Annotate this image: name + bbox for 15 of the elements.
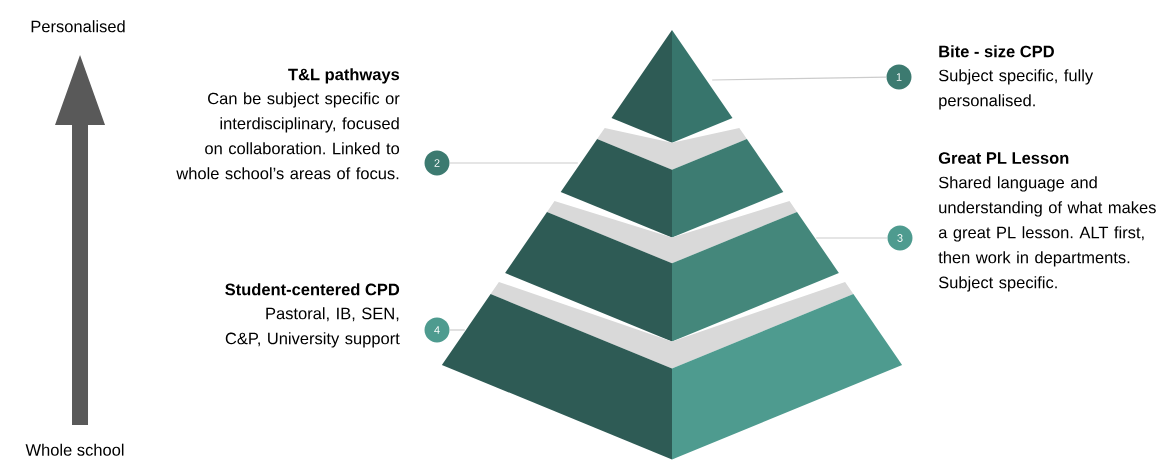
axis-label: Whole school	[25, 443, 124, 456]
pyramid-tier	[560, 128, 784, 238]
item-heading: Great PL Lesson	[938, 152, 1069, 164]
item-heading: Student-centered CPD	[225, 283, 400, 296]
item-heading: Bite - size CPD	[939, 45, 1054, 58]
axis-label: Personalised	[31, 20, 125, 33]
item-description: Shared language and understanding of what makes a great PL lesson. ALT first, then work in departments. Subject specific.	[938, 176, 1156, 292]
item-description: Can be subject specific or interdisciplinary, focused on collaboration. Linked to whole school’s areas of focus.	[176, 92, 400, 180]
item-description: Pastoral, IB, SEN, C&P, University support	[225, 307, 400, 348]
leader-line	[711, 76, 887, 81]
item-heading: T&L pathways	[288, 68, 400, 84]
pyramid-tier	[441, 282, 903, 460]
pyramid-tier	[505, 201, 839, 342]
pyramid-tier	[611, 30, 733, 143]
item-description: Subject specific, fully personalised.	[938, 69, 1094, 110]
